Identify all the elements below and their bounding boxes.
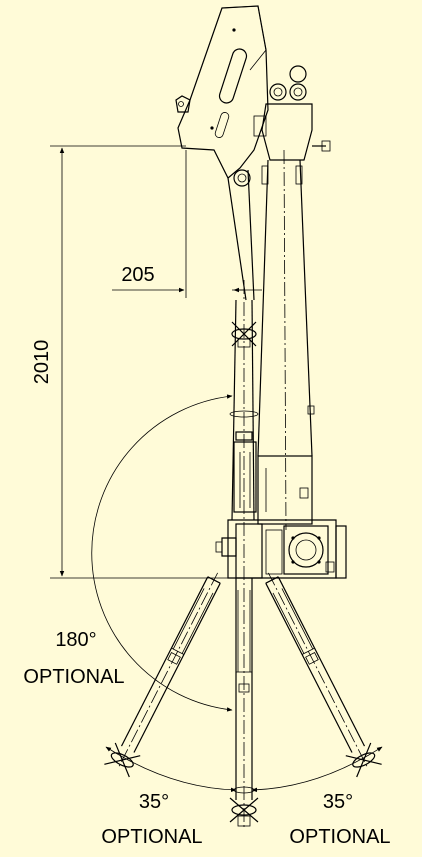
right-note-label: OPTIONAL	[289, 826, 390, 848]
main-boom	[227, 149, 315, 531]
rotation-note-label: OPTIONAL	[23, 666, 124, 688]
right-swing-arc: 35° OPTIONAL	[251, 746, 391, 848]
base-housing	[215, 455, 347, 579]
left-angle-label: 35°	[139, 791, 169, 813]
right-leg	[265, 572, 382, 778]
rotation-arc: 180° OPTIONAL	[23, 394, 233, 712]
column	[229, 280, 259, 830]
rotation-angle-label: 180°	[55, 629, 96, 651]
height-dimension-label: 2010	[31, 340, 53, 385]
upper-arm	[175, 5, 269, 187]
left-swing-arc: 35° OPTIONAL	[101, 746, 237, 848]
offset-dimension-label: 205	[121, 264, 154, 286]
top-rotator	[253, 65, 331, 185]
height-dimension: 2010	[31, 145, 232, 579]
left-note-label: OPTIONAL	[101, 826, 202, 848]
offset-dimension: 205	[112, 150, 262, 298]
right-angle-label: 35°	[323, 791, 353, 813]
